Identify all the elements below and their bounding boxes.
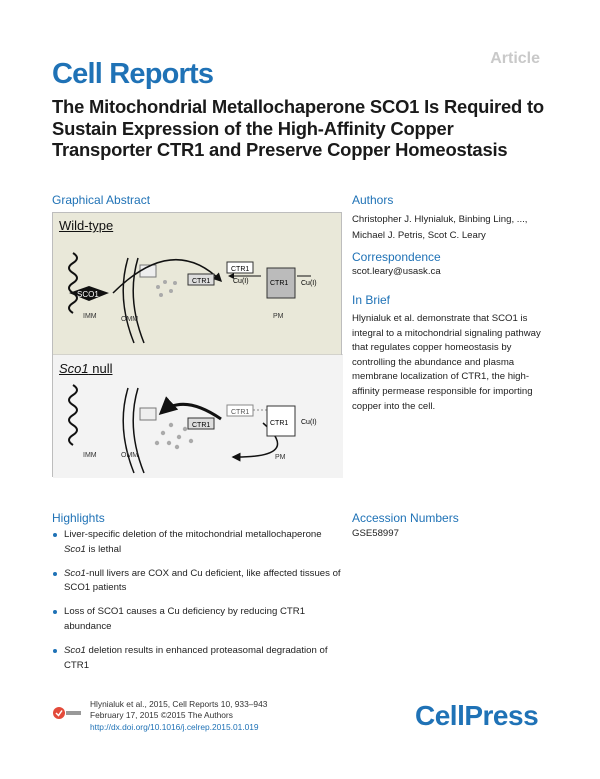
bullet-icon [53, 571, 57, 576]
cu-label-b: Cu(I) [301, 280, 317, 287]
highlight-item: Loss of SCO1 causes a Cu deficiency by r… [52, 605, 342, 634]
imm-label-null: IMM [83, 452, 97, 459]
pm-label-wt: PM [273, 313, 284, 320]
highlights-label: Highlights [52, 511, 105, 525]
cu-label-a: Cu(I) [233, 278, 249, 285]
imm-label-wt: IMM [83, 313, 97, 320]
ctr1-label-a: CTR1 [192, 278, 210, 285]
article-tag: Article [490, 50, 540, 67]
cu-label-c: Cu(I) [301, 419, 317, 426]
highlight-item: Sco1 deletion results in enhanced protea… [52, 644, 342, 673]
imm-membrane-null [68, 384, 78, 446]
accession-label: Accession Numbers [352, 511, 459, 525]
crossmark-icon [53, 707, 81, 719]
journal-logo: Cell Reports [52, 58, 214, 90]
in-brief-text: Hlynialuk et al. demonstrate that SCO1 i… [352, 313, 541, 412]
graphical-abstract: SCO1 IMM OMM CTR1 CTR1 Cu(I) CTR1 Cu(I) … [52, 212, 343, 478]
ctr1-label-d: CTR1 [192, 422, 210, 429]
sco1-diamond-wt [69, 286, 109, 301]
highlights-list: Liver-specific deletion of the mitochond… [52, 528, 342, 683]
highlight-item: Liver-specific deletion of the mitochond… [52, 528, 342, 557]
highlight-item: Sco1-null livers are COX and Cu deficien… [52, 567, 342, 596]
pm-label-null: PM [275, 454, 286, 461]
graphical-abstract-figure: SCO1 IMM OMM CTR1 CTR1 Cu(I) CTR1 Cu(I) … [53, 252, 343, 478]
ctr1-label-b: CTR1 [231, 266, 249, 273]
ctr1-label-c: CTR1 [270, 280, 288, 287]
graphical-abstract-label: Graphical Abstract [52, 193, 151, 207]
bullet-icon [53, 610, 57, 615]
bullet-icon [53, 649, 57, 654]
bullet-icon [53, 533, 57, 537]
ctr1-label-e: CTR1 [231, 409, 249, 416]
paper-title: The Mitochondrial Metallochaperone SCO1 … [52, 96, 544, 160]
cellpress-logo: CellPress [415, 700, 539, 731]
in-brief-label: In Brief [352, 293, 391, 307]
authors-text: Christopher J. Hlynialuk, Binbing Ling, … [352, 214, 528, 241]
wildtype-label: Wild-type [59, 218, 114, 233]
correspondence-label: Correspondence [352, 250, 441, 264]
citation-line-2: February 17, 2015 ©2015 The Authors [90, 710, 233, 721]
citation-line-1: Hlynialuk et al., 2015, Cell Reports 10,… [90, 699, 268, 709]
doi-link[interactable]: http://dx.doi.org/10.1016/j.celrep.2015.… [90, 721, 259, 732]
accession-value: GSE58997 [352, 528, 399, 539]
imm-membrane-wt [68, 252, 78, 314]
authors-label: Authors [352, 193, 394, 207]
omm-label-null: OMM [121, 452, 138, 459]
sco1-null-label: Sco1 null [59, 361, 113, 376]
correspondence-email[interactable]: scot.leary@usask.ca [352, 266, 441, 277]
sco1-label-wt: SCO1 [77, 290, 99, 299]
citation: Hlynialuk et al., 2015, Cell Reports 10,… [90, 699, 267, 733]
ctr1-label-f: CTR1 [270, 420, 288, 427]
omm-label-wt: OMM [121, 316, 138, 323]
